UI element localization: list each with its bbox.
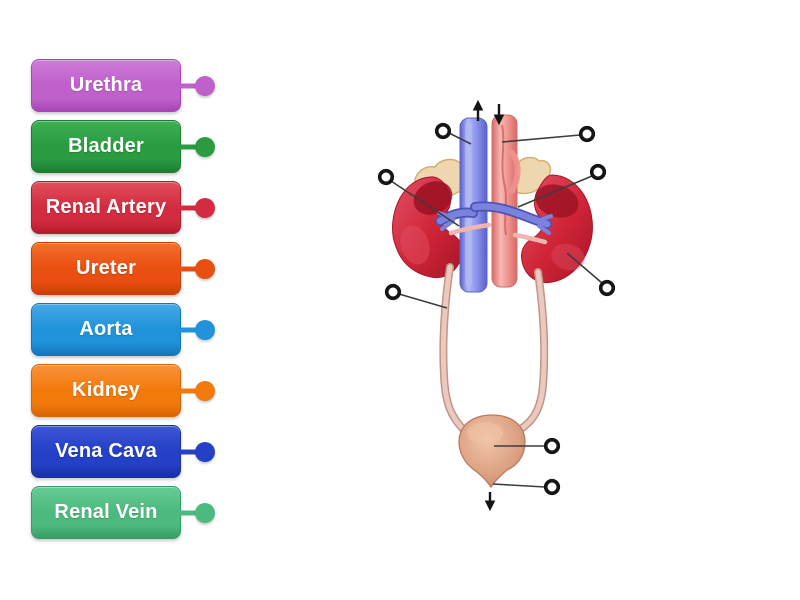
left-kidney bbox=[392, 176, 463, 279]
label-chip-renal-vein[interactable]: Renal Vein bbox=[31, 486, 215, 539]
urine-flow-arrow-icon bbox=[484, 492, 496, 512]
connector-knob bbox=[195, 319, 215, 340]
leader-lines bbox=[390, 132, 603, 488]
label-text: Aorta bbox=[79, 318, 133, 340]
connector-stub bbox=[179, 388, 196, 393]
right-kidney bbox=[521, 174, 593, 284]
connector-knob bbox=[195, 197, 215, 218]
connector-stub bbox=[179, 205, 196, 210]
label-text: Vena Cava bbox=[55, 440, 157, 462]
connector-stub bbox=[179, 266, 196, 271]
drop-point-1[interactable] bbox=[434, 122, 452, 140]
connector-stub bbox=[179, 327, 196, 332]
label-text: Kidney bbox=[72, 379, 140, 401]
drop-point-2[interactable] bbox=[578, 125, 596, 143]
label-text: Renal Vein bbox=[54, 501, 158, 523]
label-chip-ureter[interactable]: Ureter bbox=[31, 242, 215, 295]
urinary-system-diagram bbox=[355, 85, 625, 525]
flow-up-arrow-icon bbox=[472, 99, 484, 121]
label-chip-aorta[interactable]: Aorta bbox=[31, 303, 215, 356]
flow-down-arrow-icon bbox=[493, 104, 505, 126]
label-text: Bladder bbox=[68, 135, 144, 157]
drop-point-4[interactable] bbox=[589, 163, 607, 181]
label-chip-renal-artery[interactable]: Renal Artery bbox=[31, 181, 215, 234]
connector-knob bbox=[195, 502, 215, 523]
label-chip-kidney[interactable]: Kidney bbox=[31, 364, 215, 417]
bladder-shape bbox=[458, 414, 526, 489]
label-text: Renal Artery bbox=[45, 196, 167, 218]
drop-point-6[interactable] bbox=[384, 283, 402, 301]
label-chip-vena-cava[interactable]: Vena Cava bbox=[31, 425, 215, 478]
label-chip-urethra[interactable]: Urethra bbox=[31, 59, 215, 112]
renal-vessels bbox=[435, 201, 553, 245]
connector-stub bbox=[179, 449, 196, 454]
aorta-vessel bbox=[491, 114, 521, 288]
label-text: Ureter bbox=[75, 257, 137, 279]
connector-stub bbox=[179, 83, 196, 88]
label-text: Urethra bbox=[69, 74, 143, 96]
connector-knob bbox=[195, 75, 215, 96]
drop-zones bbox=[377, 122, 616, 496]
connector-stub bbox=[179, 144, 196, 149]
label-list: Urethra Bladder Renal Artery Ureter Aort… bbox=[31, 59, 251, 547]
connector-knob bbox=[195, 441, 215, 462]
drop-point-5[interactable] bbox=[598, 279, 616, 297]
drop-point-7[interactable] bbox=[543, 437, 561, 455]
ureters bbox=[439, 263, 549, 434]
connector-stub bbox=[179, 510, 196, 515]
connector-knob bbox=[195, 380, 215, 401]
drop-point-8[interactable] bbox=[543, 478, 561, 496]
connector-knob bbox=[195, 136, 215, 157]
connector-knob bbox=[195, 258, 215, 279]
drop-point-3[interactable] bbox=[377, 168, 395, 186]
label-chip-bladder[interactable]: Bladder bbox=[31, 120, 215, 173]
